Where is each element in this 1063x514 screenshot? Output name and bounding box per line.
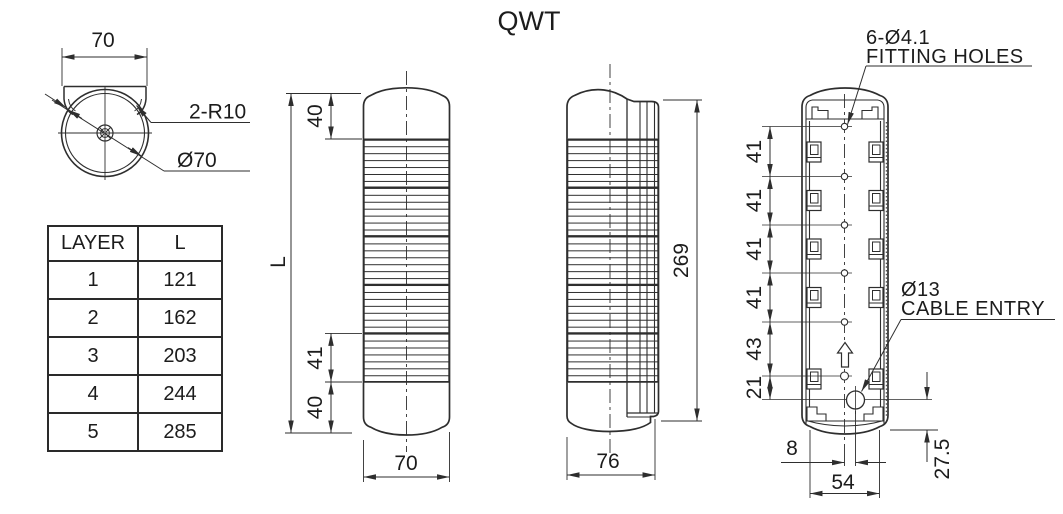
- pitch-dim-3: 41: [743, 237, 766, 260]
- hole-pitch-chain: 41 41 41 41 43 21: [743, 126, 773, 400]
- layer-number: 2: [47, 298, 139, 338]
- table-row: 2 162: [47, 298, 223, 338]
- layer-length: 244: [137, 374, 223, 414]
- rear-body-outline: [801, 87, 889, 435]
- side-depth-dim: 76: [596, 450, 619, 473]
- side-view: 269 76: [566, 64, 702, 480]
- pitch-dim-5: 43: [743, 337, 766, 360]
- top-view-radius-label: 2-R10: [189, 101, 246, 124]
- top-view: 70 Ø70: [44, 29, 250, 180]
- diameter-dimension: Ø70: [51, 99, 250, 172]
- side-lens-ribs: [567, 139, 659, 382]
- table-row: 1 121: [47, 260, 223, 300]
- cable-offset-dim: 8: [786, 437, 798, 460]
- front-base-dim: 40: [304, 396, 327, 419]
- front-view: 40 L 41 40 70: [267, 71, 451, 482]
- layer-table: LAYER L 1 121 2 162 3 203 4 244 5 285: [47, 225, 223, 452]
- rear-inner-structure: [805, 99, 888, 427]
- layer-number: 5: [47, 412, 139, 452]
- pitch-dim-6: 21: [743, 376, 766, 399]
- table-row: 4 244: [47, 374, 223, 414]
- table-row: 5 285: [47, 412, 223, 452]
- layer-length: 121: [137, 260, 223, 300]
- top-view-width-dim: 70: [91, 29, 114, 52]
- fitting-holes-note: 6-Ø4.1 FITTING HOLES: [847, 27, 1032, 125]
- cable-entry-note-line2: CABLE ENTRY: [901, 298, 1045, 320]
- front-cap-dim: 40: [304, 104, 327, 127]
- pitch-dim-2: 41: [743, 189, 766, 212]
- front-lens-dim: 41: [304, 346, 327, 369]
- rear-channel-strip: [626, 99, 659, 418]
- layer-length: 285: [137, 412, 223, 452]
- table-header-l: L: [137, 225, 223, 262]
- layer-number: 1: [47, 260, 139, 300]
- mounting-width-dim: 54: [831, 471, 855, 494]
- side-height-dim: 269: [670, 243, 693, 278]
- pitch-dim-4: 41: [743, 286, 766, 309]
- pitch-dim-1: 41: [743, 140, 766, 163]
- front-overall-height-dim: L: [267, 256, 290, 268]
- side-dimensions: 269 76: [566, 99, 702, 480]
- rear-bottom-dimensions: 8 54 27.5: [781, 372, 954, 498]
- up-arrow-icon: [836, 341, 854, 368]
- front-width-dim: 70: [394, 452, 417, 475]
- fitting-holes: [839, 122, 850, 381]
- front-dimensions: 40 L 41 40 70: [267, 93, 450, 482]
- layer-length: 203: [137, 336, 223, 376]
- side-lens-boundaries: [568, 138, 658, 383]
- table-header-row: LAYER L: [47, 225, 223, 262]
- cable-entry-note-line1: Ø13: [901, 279, 940, 301]
- cable-entry-note: Ø13 CABLE ENTRY: [861, 279, 1055, 392]
- layer-length: 162: [137, 298, 223, 338]
- layer-number: 4: [47, 374, 139, 414]
- corner-radius-dimension: 2-R10: [44, 93, 250, 124]
- top-view-diameter-label: Ø70: [177, 149, 217, 172]
- cable-height-dim: 27.5: [931, 439, 954, 480]
- fitting-holes-note-line1: 6-Ø4.1: [866, 27, 930, 49]
- table-row: 3 203: [47, 336, 223, 376]
- rear-view: 41 41 41 41 43 21 6-Ø4.1 FITTING HOLES Ø…: [743, 27, 1055, 498]
- table-header-layer: LAYER: [47, 225, 139, 262]
- layer-number: 3: [47, 336, 139, 376]
- drawing-title: QWT: [498, 6, 561, 36]
- fitting-holes-note-line2: FITTING HOLES: [866, 46, 1024, 68]
